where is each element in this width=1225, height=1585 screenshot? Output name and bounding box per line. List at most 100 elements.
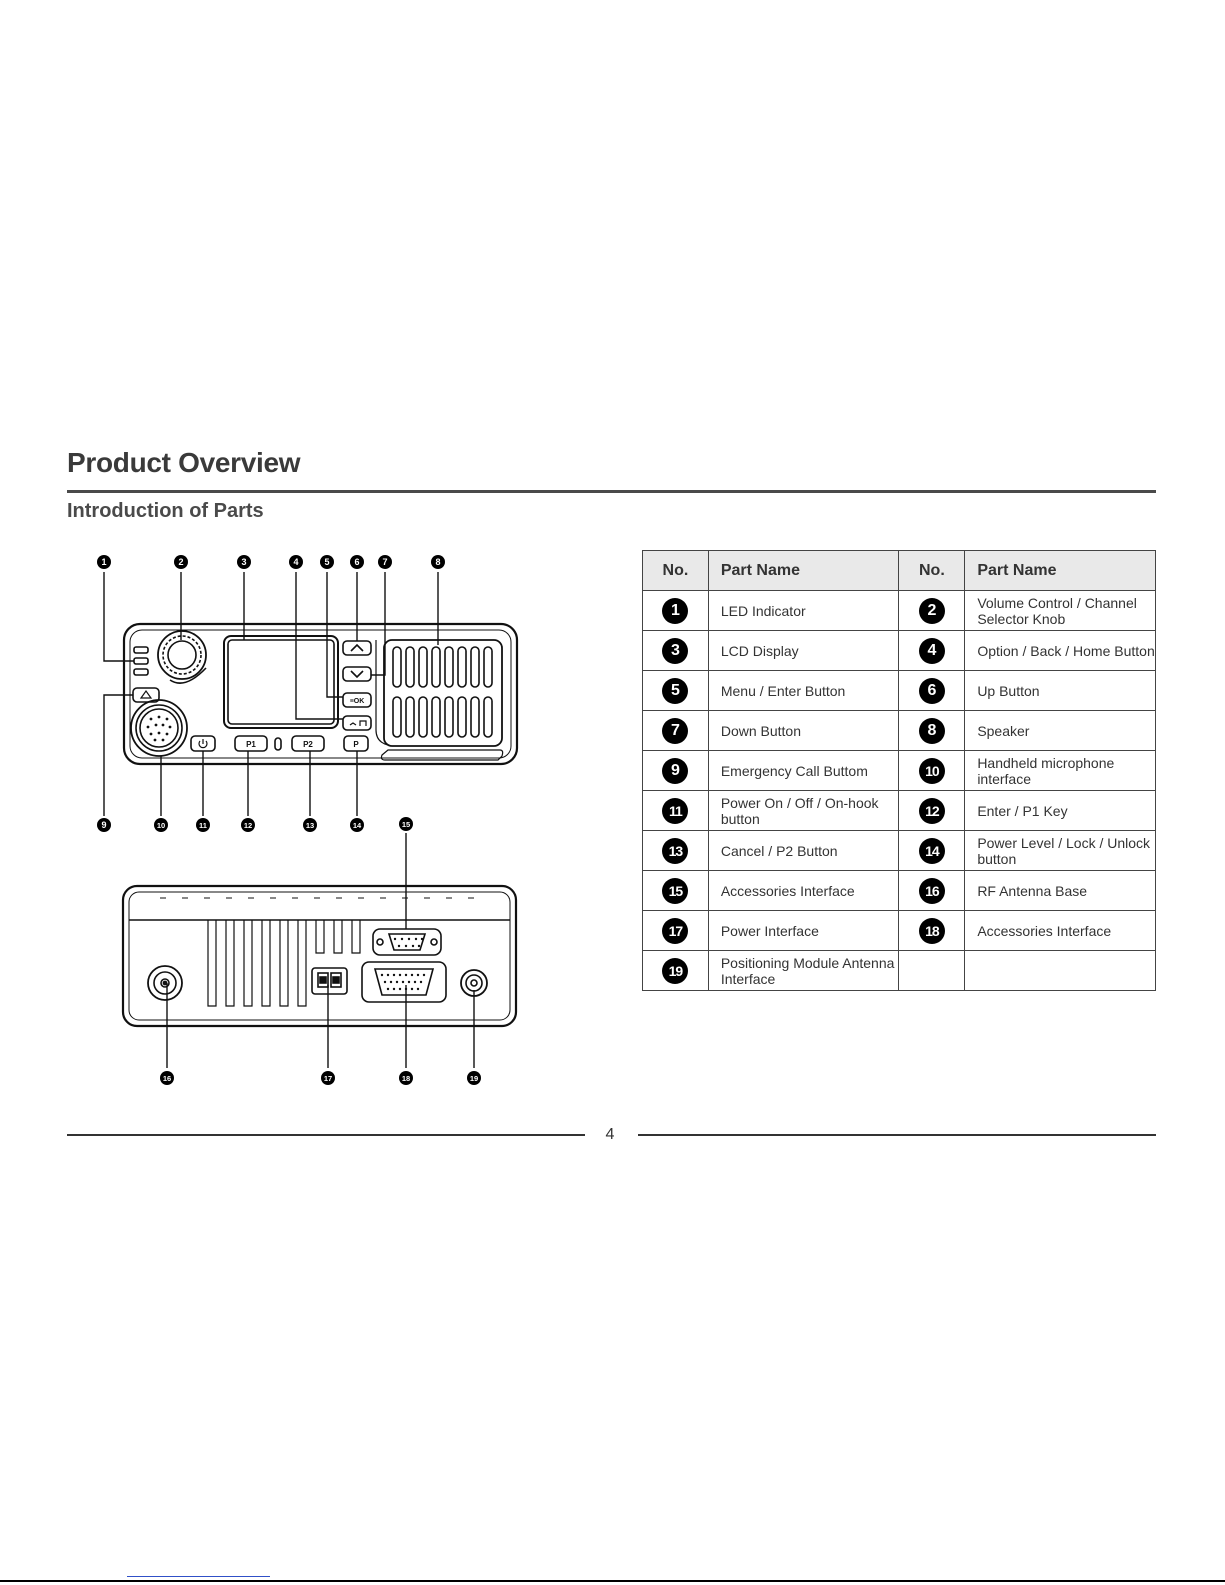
callout-15: 15: [402, 820, 410, 829]
number-badge: 12: [918, 797, 945, 824]
table-row: 3 LCD Display 4 Option / Back / Home But…: [642, 630, 1156, 671]
led-indicator-icon: [133, 646, 149, 654]
part-name: Speaker: [964, 710, 1156, 751]
header-part-name-1: Part Name: [707, 550, 900, 591]
volume-knob-icon[interactable]: [157, 630, 207, 684]
table-row: 1 LED Indicator 2 Volume Control / Chann…: [642, 590, 1156, 631]
part-name: Accessories Interface: [964, 910, 1156, 951]
front-leader-lines: [103, 572, 439, 816]
page-title: Product Overview: [67, 447, 301, 478]
part-name: Cancel / P2 Button: [707, 830, 900, 871]
number-badge: 19: [662, 957, 689, 984]
number-badge: 3: [662, 637, 689, 664]
lcd-display: [223, 635, 339, 729]
part-name: LCD Display: [707, 630, 900, 671]
ok-label: ≡OK: [350, 698, 365, 705]
callout-2: 2: [178, 557, 183, 567]
rf-antenna-base-icon: [147, 965, 183, 1001]
part-name: Option / Back / Home Button: [964, 630, 1156, 671]
number-badge: 5: [662, 677, 689, 704]
empty-cell: [898, 950, 966, 991]
number-badge: 7: [662, 717, 689, 744]
footer-rule-right: [638, 1134, 1156, 1136]
footer-rule-left: [67, 1134, 585, 1136]
number-badge: 11: [662, 797, 689, 824]
callout-12: 12: [244, 821, 252, 830]
part-name: RF Antenna Base: [964, 870, 1156, 911]
part-name: Positioning Module Antenna Interface: [707, 950, 900, 991]
callout-9: 9: [101, 820, 106, 830]
rear-leader-lines: [166, 833, 475, 1068]
part-name: Emergency Call Buttom: [707, 750, 900, 791]
p1-button[interactable]: [234, 735, 268, 752]
number-badge: 10: [918, 757, 945, 784]
p1-label: P1: [246, 740, 256, 749]
p-button[interactable]: [343, 735, 369, 752]
number-badge: 2: [918, 597, 945, 624]
part-name: Enter / P1 Key: [964, 790, 1156, 831]
table-row: 5 Menu / Enter Button 6 Up Button: [642, 670, 1156, 711]
down-button-icon[interactable]: [342, 666, 372, 682]
number-badge: 6: [918, 677, 945, 704]
table-row: 15 Accessories Interface 16 RF Antenna B…: [642, 870, 1156, 911]
radio-diagram: 1 2 3 4 5 6 7 8 9 10 11 12 13 14 15 16 1…: [97, 555, 519, 1085]
rear-panel: [121, 884, 518, 1028]
number-badge: 14: [918, 837, 945, 864]
callout-1: 1: [101, 557, 106, 567]
page-number: 4: [605, 1126, 615, 1143]
callout-8: 8: [435, 557, 440, 567]
power-interface-icon: [311, 967, 348, 995]
callout-3: 3: [241, 557, 246, 567]
p-label: P: [353, 740, 359, 749]
table-row: 13 Cancel / P2 Button 14 Power Level / L…: [642, 830, 1156, 871]
bottom-edge-line: [0, 1580, 1225, 1582]
part-name: Power On / Off / On-hook button: [707, 790, 900, 831]
p2-label: P2: [303, 740, 313, 749]
menu-ok-button-icon[interactable]: [342, 692, 372, 708]
table-row: 7 Down Button 8 Speaker: [642, 710, 1156, 751]
callout-16: 16: [163, 1074, 171, 1083]
microphone-connector-icon: [130, 699, 188, 757]
number-badge: 15: [662, 877, 689, 904]
header-no-2: No.: [898, 550, 966, 591]
table-row: 17 Power Interface 18 Accessories Interf…: [642, 910, 1156, 951]
number-badge: 16: [918, 877, 945, 904]
speaker-grille: [383, 639, 503, 747]
callout-5: 5: [324, 557, 329, 567]
header-no-1: No.: [642, 550, 709, 591]
part-name: Menu / Enter Button: [707, 670, 900, 711]
callout-7: 7: [382, 557, 387, 567]
callout-19: 19: [470, 1074, 478, 1083]
accessories-db-connector-icon: [361, 961, 447, 1003]
number-badge: 1: [662, 597, 689, 624]
accessories-db9-icon: [372, 928, 442, 956]
callout-14: 14: [353, 821, 362, 830]
table-row: 11 Power On / Off / On-hook button 12 En…: [642, 790, 1156, 831]
number-badge: 17: [662, 917, 689, 944]
header-part-name-2: Part Name: [964, 550, 1156, 591]
p2-button[interactable]: [291, 735, 325, 752]
table-header-row: No. Part Name No. Part Name: [642, 550, 1156, 591]
up-button-icon[interactable]: [342, 640, 372, 656]
section-subtitle: Introduction of Parts: [67, 500, 264, 522]
number-badge: 9: [662, 757, 689, 784]
number-badge: 8: [918, 717, 945, 744]
part-name: Down Button: [707, 710, 900, 751]
part-name: Volume Control / Channel Selector Knob: [964, 590, 1156, 631]
back-home-button-icon[interactable]: [342, 715, 372, 731]
callout-4: 4: [293, 557, 298, 567]
table-row: 9 Emergency Call Buttom 10 Handheld micr…: [642, 750, 1156, 791]
number-badge: 18: [918, 917, 945, 944]
front-panel: [122, 622, 519, 766]
part-name: Accessories Interface: [707, 870, 900, 911]
callout-markers: 1 2 3 4 5 6 7 8 9 10 11 12 13 14 15 16 1…: [97, 555, 481, 1085]
parts-table: No. Part Name No. Part Name 1 LED Indica…: [642, 550, 1156, 991]
part-name: Power Interface: [707, 910, 900, 951]
callout-18: 18: [402, 1074, 410, 1083]
table-row: 19 Positioning Module Antenna Interface: [642, 950, 1156, 991]
callout-13: 13: [306, 821, 314, 830]
title-divider: [67, 490, 1156, 493]
number-badge: 13: [662, 837, 689, 864]
part-name: Power Level / Lock / Unlock button: [964, 830, 1156, 871]
number-badge: 4: [918, 637, 945, 664]
